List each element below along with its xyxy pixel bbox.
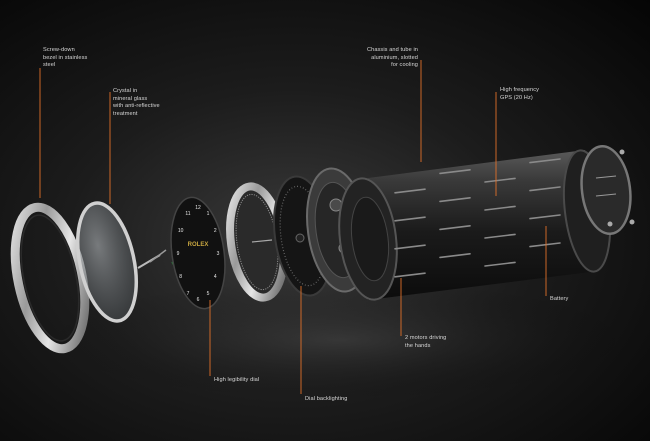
cooling-slot: [439, 225, 471, 231]
cooling-slot: [394, 244, 426, 250]
dial-numeral: 10: [178, 228, 184, 234]
gps-callout: High frequency GPS (20 Hz): [500, 87, 540, 101]
crystal-glass: [76, 201, 138, 323]
cooling-slot: [439, 253, 471, 259]
cooling-slot: [484, 205, 516, 211]
cooling-slot: [529, 242, 561, 248]
cooling-slot: [484, 261, 516, 267]
cooling-slot: [484, 233, 516, 239]
cooling-slot: [484, 177, 516, 183]
dial-numeral: 2: [214, 228, 217, 234]
dial-numeral: 9: [177, 251, 180, 257]
dial-callout: High legibility dial: [214, 377, 260, 383]
cooling-slot: [394, 272, 426, 278]
chassis-tube: [338, 149, 612, 301]
dial-numeral: 7: [187, 291, 190, 297]
end-cap: [580, 144, 635, 236]
dial-numeral: 4: [214, 274, 217, 280]
cooling-slot: [529, 214, 561, 220]
dial-numeral: 3: [217, 251, 220, 257]
dial-numeral: 11: [185, 211, 190, 217]
cooling-slot: [529, 158, 561, 164]
dial-numeral: 8: [179, 274, 182, 280]
dial-numeral: 1: [207, 211, 210, 217]
floor-reflection: [40, 280, 640, 400]
dial-numeral: 6: [197, 297, 200, 303]
chassis-callout: Chassis and tube in aluminium, slotted f…: [366, 47, 418, 69]
motors-callout: 2 motors driving the hands: [405, 335, 447, 349]
backlighting-callout: Dial backlighting: [305, 396, 348, 402]
bezel-callout: Screw-down bezel in stainless steel: [43, 47, 88, 69]
crystal-callout: Crystal in mineral glass with anti-refle…: [113, 88, 160, 117]
cooling-slot: [439, 197, 471, 203]
cooling-slot: [439, 169, 471, 175]
cooling-slot: [529, 186, 561, 192]
cooling-slot: [394, 216, 426, 222]
cooling-slot: [394, 188, 426, 194]
leader-lines: [39, 60, 547, 394]
battery-callout: Battery: [550, 296, 569, 302]
dial-brand-logo: ROLEX: [188, 242, 209, 248]
dial-numeral: 12: [195, 205, 201, 211]
dial-numeral: 5: [207, 291, 210, 297]
cooling-slots: [394, 158, 561, 278]
